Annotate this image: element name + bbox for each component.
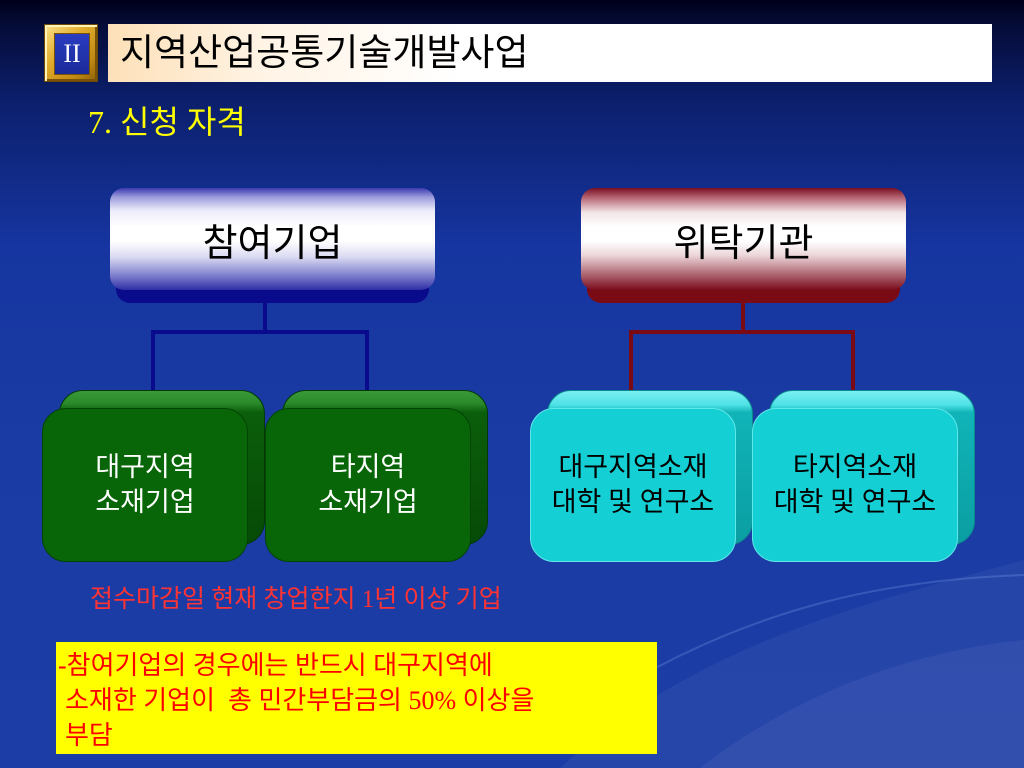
daegu-university-institute-box: 대구지역소재 대학 및 연구소 [530, 390, 753, 562]
box-label-line: 대구지역 [95, 452, 195, 482]
callout-line: 소재한 기업이 총 민간부담금의 50% 이상을 [65, 686, 535, 715]
box-label-line: 대학 및 연구소 [773, 487, 937, 517]
institution-header-box: 위탁기관 [581, 188, 906, 303]
box-face: 타지역 소재기업 [265, 408, 471, 562]
box-label-line: 소재기업 [95, 487, 195, 517]
box-label-line: 타지역소재 [792, 452, 918, 482]
other-region-university-institute-box: 타지역소재 대학 및 연구소 [752, 390, 975, 562]
callout-line: 부담 [65, 721, 113, 750]
other-region-company-box: 타지역 소재기업 [265, 390, 488, 562]
participant-connectors [151, 294, 369, 404]
participant-header-label: 참여기업 [202, 222, 343, 265]
participant-header-box: 참여기업 [110, 188, 435, 303]
background-wave-line [599, 574, 1024, 701]
box-label-line: 대학 및 연구소 [551, 487, 715, 517]
institution-connectors [629, 294, 855, 404]
box-face: 대구지역 소재기업 [42, 408, 248, 562]
callout-line: -참여기업의 경우에는 반드시 대구지역에 [58, 651, 493, 680]
institution-header-label: 위탁기관 [673, 222, 814, 265]
box-label-line: 대구지역소재 [558, 452, 708, 482]
box-face: 타지역소재 대학 및 연구소 [752, 408, 958, 562]
section-badge: II [44, 24, 98, 82]
institution-header-face: 위탁기관 [581, 188, 906, 290]
title-bar: 지역산업공통기술개발사업 [108, 24, 992, 82]
box-face: 대구지역소재 대학 및 연구소 [530, 408, 736, 562]
participant-header-face: 참여기업 [110, 188, 435, 290]
callout-box: -참여기업의 경우에는 반드시 대구지역에 소재한 기업이 총 민간부담금의 5… [56, 642, 657, 754]
slide-title: 지역산업공통기술개발사업 [120, 32, 529, 73]
slide-subtitle: 7. 신청 자격 [88, 104, 246, 140]
box-label-line: 타지역 [330, 452, 406, 482]
box-label-line: 소재기업 [318, 487, 418, 517]
daegu-company-box: 대구지역 소재기업 [42, 390, 265, 562]
background-wave-small [700, 640, 1024, 768]
section-badge-inner: II [54, 33, 90, 75]
section-number: II [63, 39, 81, 68]
eligibility-note: 접수마감일 현재 창업한지 1년 이상 기업 [90, 586, 502, 613]
